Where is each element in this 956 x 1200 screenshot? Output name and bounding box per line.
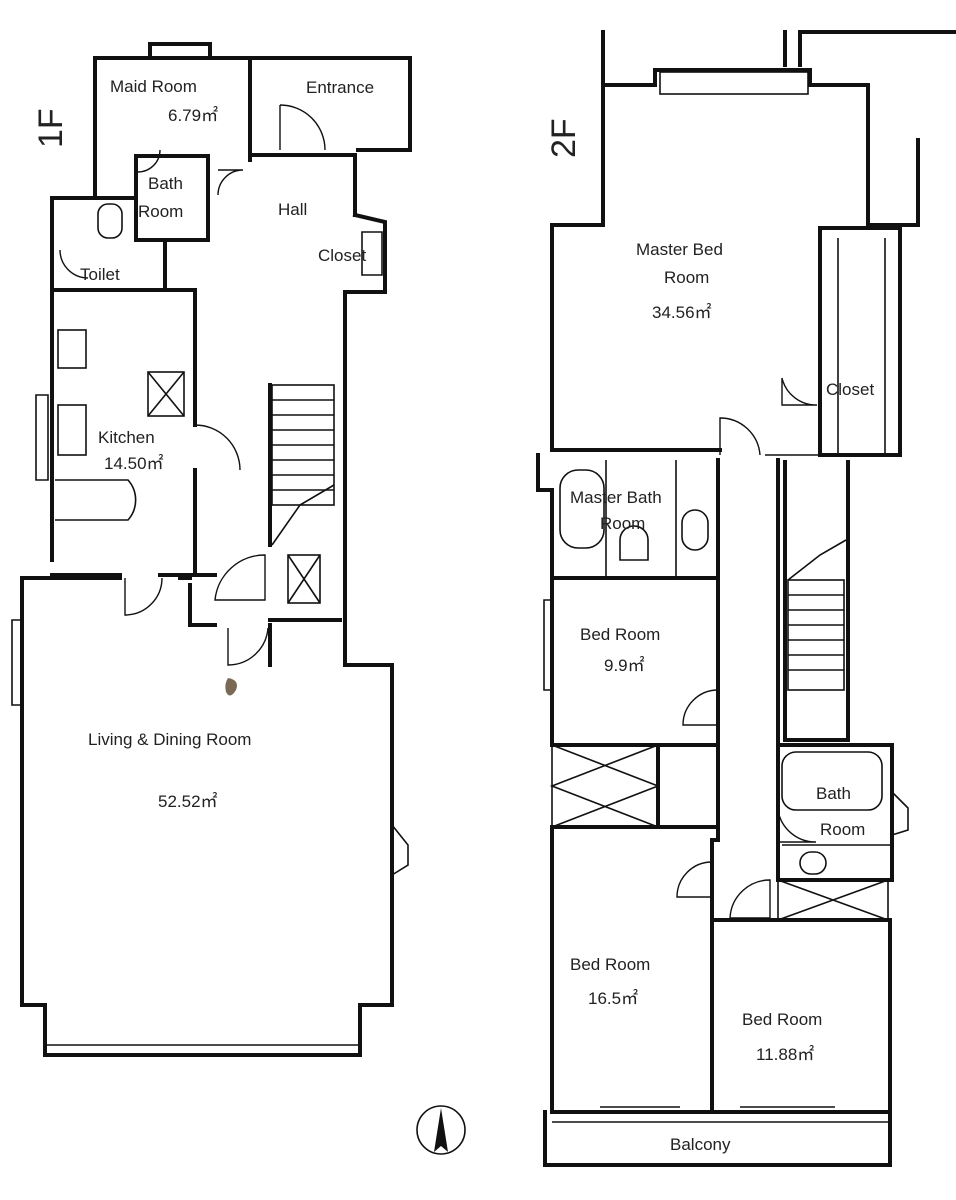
closet-2f-name: Closet: [826, 380, 874, 399]
stain-mark: [225, 678, 237, 696]
bed-room-1-area: 9.9㎡: [604, 656, 645, 675]
bed-room-1-name: Bed Room: [580, 625, 660, 644]
kitchen-name: Kitchen: [98, 428, 155, 447]
master-bed-room-area: 34.56㎡: [652, 303, 712, 322]
master-bath-room-name-2: Room: [600, 514, 645, 533]
master-bed-room-name-2: Room: [664, 268, 709, 287]
hall-name: Hall: [278, 200, 307, 219]
bed-room-3-name: Bed Room: [742, 1010, 822, 1029]
floor-label-1f: 1F: [32, 108, 70, 148]
bed-room-3-area: 11.88㎡: [756, 1045, 814, 1064]
bath-room-2f-name-1: Bath: [816, 784, 851, 803]
maid-room-name: Maid Room: [110, 77, 197, 96]
closet-1f-name: Closet: [318, 246, 366, 265]
first-floor-plan: 1F: [11, 42, 412, 1057]
balcony-name: Balcony: [670, 1135, 731, 1154]
kitchen-area: 14.50㎡: [104, 454, 164, 473]
living-room-area: 52.52㎡: [158, 792, 218, 811]
bath-room-1f-name-1: Bath: [148, 174, 183, 193]
master-bath-room-name-1: Master Bath: [570, 488, 662, 507]
toilet-name: Toilet: [80, 265, 120, 284]
floor-label-2f: 2F: [545, 118, 583, 158]
second-floor-plan: 2F: [536, 30, 956, 1167]
bed-room-2-name: Bed Room: [570, 955, 650, 974]
bath-room-1f-name-2: Room: [138, 202, 183, 221]
maid-room-area: 6.79㎡: [168, 106, 218, 125]
entrance-name: Entrance: [306, 78, 374, 97]
master-bed-room-name-1: Master Bed: [636, 240, 723, 259]
bed-room-2-area: 16.5㎡: [588, 989, 638, 1008]
bath-room-2f-name-2: Room: [820, 820, 865, 839]
living-room-name: Living & Dining Room: [88, 730, 251, 749]
north-arrow-icon: [416, 1105, 466, 1155]
